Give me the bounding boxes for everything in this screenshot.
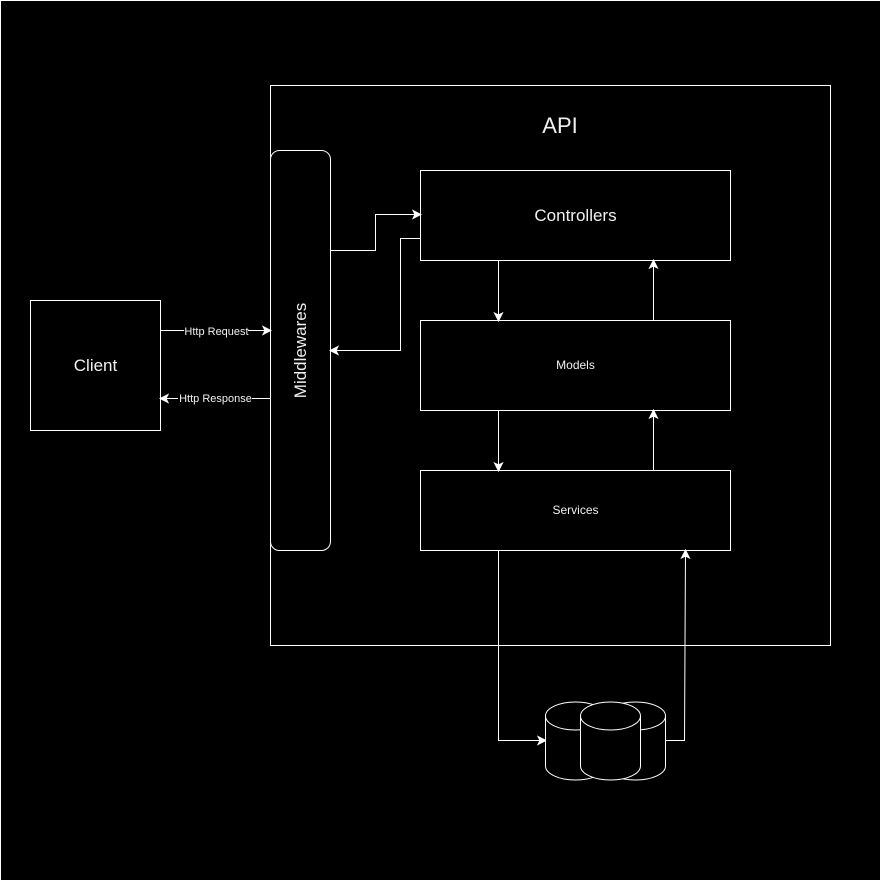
http-response-edge[interactable]: Http Response [161, 391, 270, 406]
middlewares-label: Middlewares [291, 303, 310, 398]
middlewares-box[interactable]: Middlewares [270, 150, 331, 551]
database-icon[interactable] [545, 701, 666, 781]
database-to-services-arrow[interactable] [665, 551, 686, 741]
http-response-label: Http Response [179, 393, 252, 405]
client-label: Client [74, 356, 118, 375]
controllers-to-middlewares-arrow[interactable] [331, 238, 421, 351]
http-request-label: Http Request [184, 326, 248, 338]
controllers-box[interactable]: Controllers [420, 170, 731, 261]
models-label: Models [556, 358, 595, 372]
models-box[interactable]: Models [420, 320, 731, 411]
client-box[interactable]: Client [30, 300, 161, 431]
api-title: API [542, 113, 577, 138]
services-to-database-arrow[interactable] [498, 550, 546, 741]
services-label: Services [552, 503, 598, 517]
middlewares-to-controllers-arrow[interactable] [330, 215, 421, 251]
http-request-edge[interactable]: Http Request [160, 323, 271, 338]
services-box[interactable]: Services [420, 470, 731, 551]
controllers-label: Controllers [534, 206, 616, 225]
